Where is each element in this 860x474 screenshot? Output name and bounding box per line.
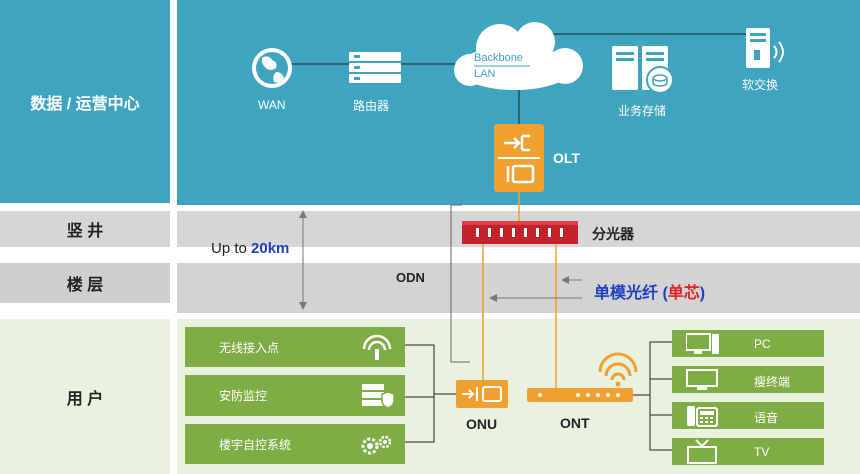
- layer-label-floor: 楼 层: [66, 277, 104, 294]
- distance-label: Up to 20km: [211, 240, 289, 257]
- onu-label: ONU: [466, 416, 498, 432]
- device-thin-client-label: 瘦终端: [754, 375, 791, 389]
- backbone-label-line1: Backbone: [474, 52, 523, 64]
- router-icon: [349, 52, 401, 83]
- desktop-pc-icon: [685, 333, 720, 358]
- softswitch-label: 软交换: [742, 78, 779, 92]
- fiber-label-emph: 单芯: [667, 285, 700, 302]
- device-security-monitor-label: 安防监控: [219, 389, 268, 403]
- floor-band-left: [0, 263, 170, 303]
- device-pc-label: PC: [754, 337, 771, 351]
- onu-device: [456, 380, 508, 408]
- wan-label: WAN: [258, 98, 286, 112]
- storage-label: 业务存储: [618, 104, 667, 118]
- layer-label-user: 用 户: [66, 390, 104, 408]
- fiber-label-main: 单模光纤 (: [594, 285, 668, 302]
- device-tv: TV: [672, 438, 824, 465]
- fiber-links: [450, 192, 557, 388]
- ont-label: ONT: [560, 415, 590, 431]
- distance-value: 20km: [251, 240, 290, 257]
- wifi-antenna-icon: [360, 333, 394, 364]
- fiber-label: 单模光纤 (单芯): [594, 279, 705, 303]
- device-thin-client: 瘦终端: [672, 366, 824, 393]
- splitter-device: [462, 221, 578, 244]
- softswitch-icon: [746, 28, 784, 68]
- fiber-label-close: ): [699, 285, 706, 302]
- device-tv-label: TV: [754, 445, 770, 459]
- monitor-icon: [686, 369, 720, 394]
- server-shield-icon: [362, 384, 395, 413]
- device-voice: 语音: [672, 402, 824, 429]
- tv-icon: [686, 439, 720, 468]
- odn-label: ODN: [396, 270, 425, 285]
- device-voice-label: 语音: [754, 411, 779, 425]
- olt-device: [494, 124, 544, 192]
- olt-label: OLT: [553, 150, 580, 166]
- layer-label-datacenter: 数据 / 运营中心: [30, 95, 140, 113]
- distance-arrow: [299, 210, 307, 310]
- ont-bracket: [633, 341, 672, 451]
- shaft-band-left: [0, 211, 170, 247]
- device-security-monitor: 安防监控: [185, 375, 405, 416]
- device-pc: PC: [672, 330, 824, 357]
- layer-label-shaft: 竖 井: [66, 223, 104, 240]
- datacenter-band-left: [0, 0, 170, 203]
- splitter-label: 分光器: [592, 226, 634, 242]
- cloud-icon: [454, 22, 583, 90]
- ont-device: [527, 352, 638, 402]
- desk-phone-icon: [686, 404, 720, 431]
- device-wireless-ap-label: 无线接入点: [219, 340, 280, 355]
- device-wireless-ap: 无线接入点: [185, 327, 405, 367]
- distance-prefix: Up to: [211, 240, 252, 257]
- device-building-automation: 楼宇自控系统: [185, 424, 405, 464]
- globe-icon: [252, 48, 292, 88]
- storage-server-icon: [612, 46, 674, 94]
- floor-band-main: [177, 263, 860, 313]
- router-label: 路由器: [353, 99, 390, 113]
- device-building-automation-label: 楼宇自控系统: [219, 437, 292, 452]
- user-band-left: [0, 319, 170, 474]
- backbone-label-line2: LAN: [474, 68, 496, 80]
- fiber-pointer-arrows: [489, 276, 582, 302]
- gears-icon: [360, 433, 394, 460]
- onu-bracket: [405, 344, 456, 443]
